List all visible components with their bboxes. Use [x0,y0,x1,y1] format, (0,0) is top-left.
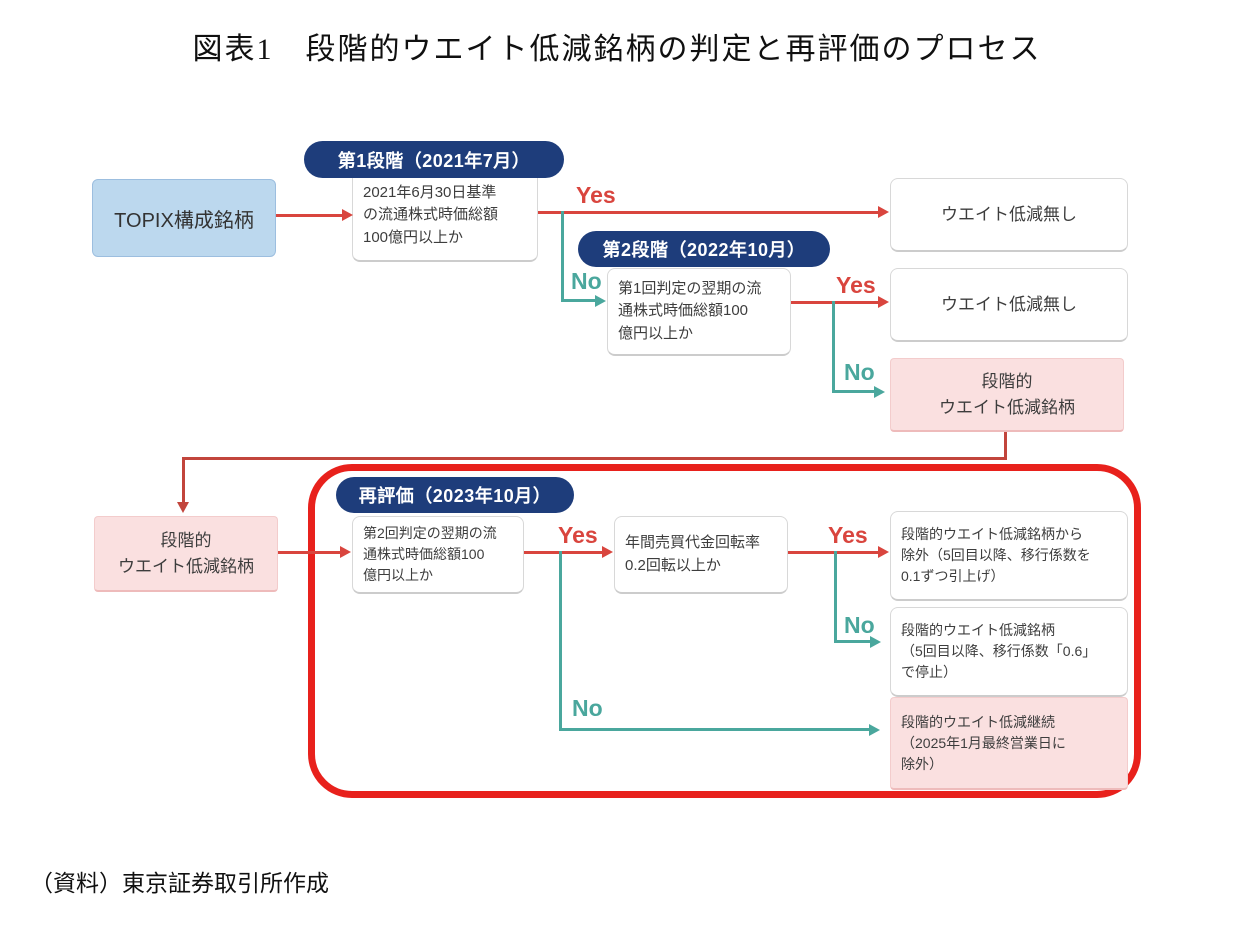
arrowhead-right-icon [878,546,889,558]
reeval-no2-line-vertical [834,551,837,643]
stage1-yes-line [538,211,880,214]
arrowhead-right-icon [869,724,880,736]
stage2-condition-box: 第1回判定の翌期の流 通株式時価総額100 億円以上か [607,268,791,356]
reeval-no2-line-horizontal [834,640,872,643]
stage1-yes-label: Yes [576,182,616,208]
reeval-no1-line-vertical [559,551,562,731]
arrow-entry-to-reeval [278,551,342,554]
arrowhead-down-icon [177,502,189,513]
stepwise-reduction-box-right: 段階的 ウエイト低減銘柄 [890,358,1124,432]
topix-start-box: TOPIX構成銘柄 [92,179,276,257]
stage1-no-reduction-box: ウエイト低減無し [890,178,1128,252]
stage1-no-line-horizontal [561,299,597,302]
arrow-topix-to-stage1 [276,214,342,217]
reeval-yes2-label: Yes [828,522,868,548]
reeval-highlight-frame [308,464,1141,798]
stage2-no-label: No [844,359,875,385]
arrowhead-right-icon [342,209,353,221]
stage1-no-line-vertical [561,211,564,302]
stage2-badge: 第2段階（2022年10月） [578,231,830,267]
reeval-marketcap-condition-box: 第2回判定の翌期の流 通株式時価総額100 億円以上か [352,516,524,594]
arrowhead-right-icon [874,386,885,398]
arrowhead-right-icon [878,206,889,218]
reeval-yes1-line [524,551,604,554]
reeval-yes1-label: Yes [558,522,598,548]
reeval-no2-label: No [844,612,875,638]
reeval-stop-box: 段階的ウエイト低減銘柄 （5回目以降、移行係数「0.6」 で停止） [890,607,1128,697]
reeval-continue-box: 段階的ウエイト低減継続 （2025年1月最終営業日に 除外） [890,697,1128,790]
stage1-condition-box: 2021年6月30日基準 の流通株式時価総額 100億円以上か [352,170,538,262]
reeval-exclusion-box: 段階的ウエイト低減銘柄から 除外（5回目以降、移行係数を 0.1ずつ引上げ） [890,511,1128,601]
arrowhead-right-icon [870,636,881,648]
stepwise-reduction-box-left: 段階的 ウエイト低減銘柄 [94,516,278,592]
reeval-badge: 再評価（2023年10月） [336,477,574,513]
arrowhead-right-icon [595,295,606,307]
stage1-no-label: No [571,268,602,294]
figure-title: 図表1 段階的ウエイト低減銘柄の判定と再評価のプロセス [192,33,1042,66]
connector-line-down [1004,432,1007,460]
connector-line-left-down [182,457,185,504]
stage2-yes-label: Yes [836,272,876,298]
source-note: （資料）東京証券取引所作成 [30,871,329,896]
arrowhead-right-icon [602,546,613,558]
stage2-no-line-horizontal [832,390,876,393]
reeval-turnover-condition-box: 年間売買代金回転率 0.2回転以上か [614,516,788,594]
stage2-no-line-vertical [832,301,835,393]
connector-line-across [182,457,1007,460]
reeval-no1-label: No [572,695,603,721]
stage2-yes-line [791,301,879,304]
stage1-badge: 第1段階（2021年7月） [304,141,564,178]
reeval-no1-line-horizontal [559,728,871,731]
arrowhead-right-icon [340,546,351,558]
arrowhead-right-icon [878,296,889,308]
stage2-no-reduction-box: ウエイト低減無し [890,268,1128,342]
